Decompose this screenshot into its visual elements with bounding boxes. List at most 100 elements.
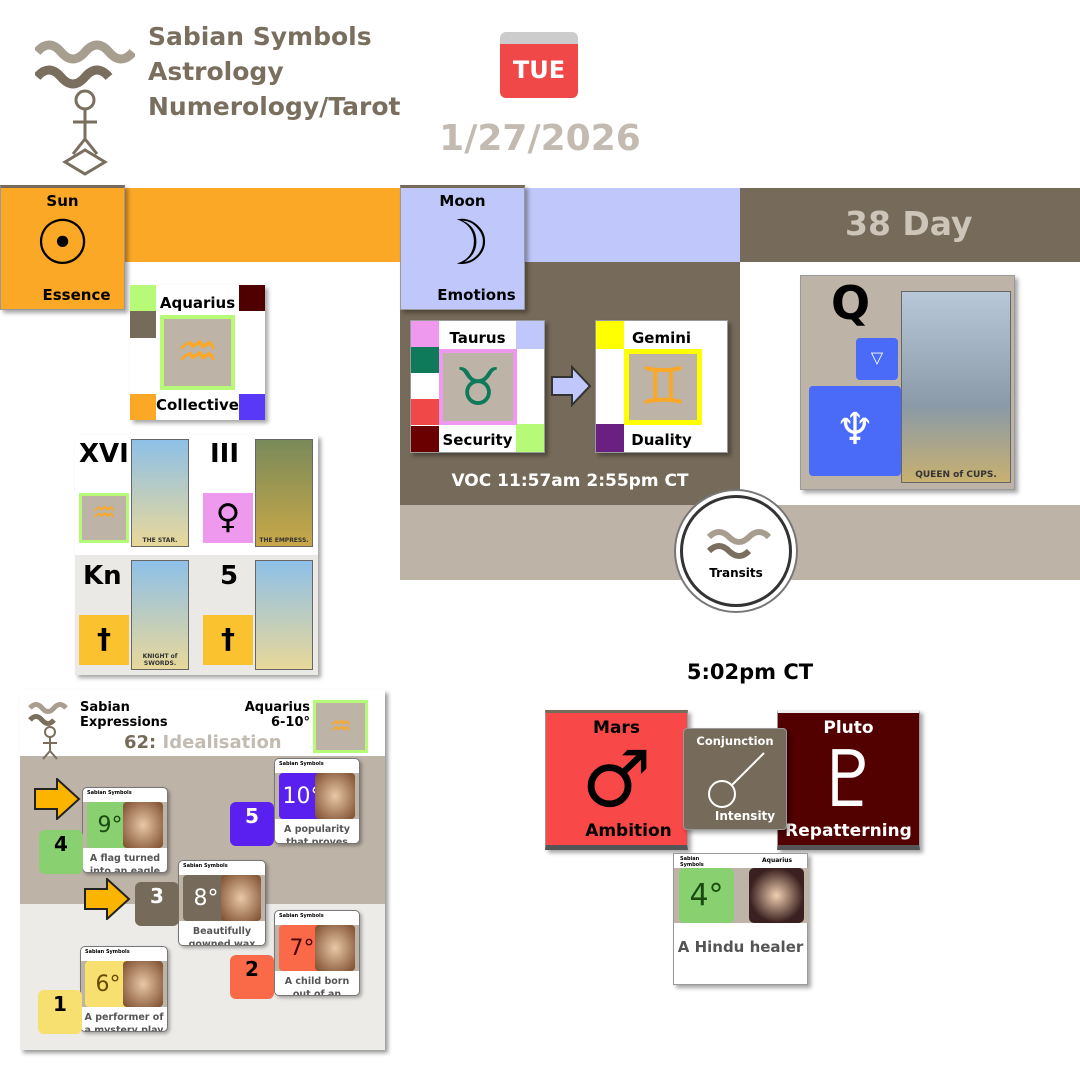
aspect-keyword: Intensity — [714, 809, 776, 823]
sun-card[interactable]: Sun ☉ Essence — [0, 185, 125, 310]
symbol-image — [123, 961, 163, 1007]
tarot-card-knight[interactable]: KNIGHT of SWORDS. — [131, 560, 189, 670]
tarot-card-five-swords[interactable] — [255, 560, 313, 670]
number-badge: 1 — [38, 990, 82, 1034]
cup-icon: ♆ — [809, 386, 901, 476]
symbol-text: A popularity that proves ephemeral — [284, 824, 350, 844]
tarot-card-empress[interactable]: THE EMPRESS. — [255, 439, 313, 547]
symbol-text: A performer of a mystery play — [84, 1012, 164, 1032]
day-band: 38 Day — [740, 188, 1080, 262]
aquarius-icon: ♒ — [79, 493, 129, 543]
wave-logo-icon — [706, 529, 771, 559]
day-tarot-card[interactable]: Q ▽ ♆ QUEEN of CUPS. — [800, 275, 1015, 490]
sign-name: Taurus — [449, 329, 506, 347]
to-sign-card[interactable]: ♊ Gemini Duality — [595, 320, 728, 453]
aspect-name: Conjunction — [696, 734, 774, 748]
arrow-right-icon — [34, 778, 81, 820]
moon-title: Moon — [439, 192, 486, 210]
sign-keyword: Collective — [156, 396, 239, 414]
tarot-grid: XVII ♒ THE STAR. III ♀ THE EMPRESS. Kn †… — [75, 435, 318, 675]
title-line: Astrology — [148, 57, 284, 86]
arrow-right-icon — [84, 878, 131, 920]
sword-icon: † — [203, 615, 253, 665]
transits-label: Transits — [709, 566, 763, 580]
sun-title: Sun — [46, 192, 79, 210]
symbol-image — [315, 773, 355, 819]
degree-badge: 4° — [679, 868, 734, 923]
voc-text: VOC 11:57am 2:55pm CT — [451, 471, 689, 491]
number-badge: 5 — [230, 802, 274, 846]
panel-sign: Aquarius — [244, 700, 310, 715]
panel-theme: Idealisation — [162, 732, 282, 753]
planet-keyword: Repatterning — [785, 821, 912, 841]
sword-icon: † — [79, 615, 129, 665]
tarot-numeral: III — [210, 439, 240, 469]
venus-icon: ♀ — [203, 493, 253, 543]
moon-meaning: Emotions — [437, 286, 516, 304]
symbol-text: A Hindu healer — [677, 938, 804, 956]
day-count: 38 Day — [845, 204, 973, 243]
pluto-icon: ♇ — [813, 735, 884, 825]
number-badge: 3 — [135, 882, 179, 926]
moon-card[interactable]: Moon ☽ Emotions — [400, 185, 525, 310]
aquarius-icon: ♒ — [313, 700, 368, 753]
card-part: Sabian Symbols — [183, 863, 228, 869]
symbol-image — [315, 925, 355, 971]
panel-title: Sabian — [80, 700, 130, 715]
sun-meaning: Essence — [42, 286, 111, 304]
symbol-image — [221, 875, 261, 921]
moon-symbol-icon: ☽ — [434, 206, 491, 279]
sign-name: Gemini — [631, 329, 692, 347]
from-sign-card[interactable]: ♉ Taurus Security — [410, 320, 545, 453]
logo-icon — [28, 702, 68, 760]
tarot-numeral: XVII — [79, 439, 139, 469]
number-badge: 2 — [230, 955, 274, 999]
brand: Sabian Symbols — [680, 856, 704, 868]
tarot-numeral: 5 — [220, 561, 239, 591]
sun-symbol-icon: ☉ — [34, 206, 91, 279]
sign-keyword: Security — [442, 431, 513, 449]
sun-sign-card[interactable]: ♒ Aquarius Collective — [130, 285, 265, 420]
planet-name: Mars — [593, 718, 640, 738]
calendar-icon: TUE — [500, 32, 578, 98]
gemini-icon: ♊ — [624, 349, 702, 425]
transit-time: 5:02pm CT — [686, 660, 814, 684]
tarot-card-star[interactable]: THE STAR. — [131, 439, 189, 547]
mars-card[interactable]: Mars ♂ Ambition — [545, 710, 688, 850]
weekday: TUE — [512, 56, 566, 84]
number-badge: 4 — [39, 830, 83, 874]
symbol-image — [123, 802, 163, 848]
sign: Aquarius — [762, 857, 793, 864]
arrow-right-icon — [550, 364, 592, 411]
tarot-numeral: Kn — [83, 561, 122, 591]
panel-number: 62: — [124, 732, 157, 753]
card-part: Sabian Symbols — [279, 913, 324, 919]
taurus-icon: ♉ — [439, 349, 517, 425]
aquarius-icon: ♒ — [160, 315, 235, 390]
aspect-card[interactable]: Conjunction Intensity — [683, 728, 787, 830]
queen-of-cups-image: QUEEN of CUPS. — [901, 291, 1011, 483]
card-part: Sabian Symbols — [279, 761, 324, 767]
title-line: Numerology/Tarot — [148, 92, 401, 121]
transits-button[interactable]: Transits — [680, 495, 792, 607]
title-line: Sabian Symbols — [148, 22, 372, 51]
symbol-text: A flag turned into an eagle — [89, 853, 161, 873]
symbol-text: A child born out of an eggshell — [284, 976, 350, 996]
water-icon: ▽ — [856, 338, 898, 380]
conjunction-icon — [708, 752, 765, 808]
sign-keyword: Duality — [631, 431, 692, 449]
sabian-panel: Sabian Expressions Aquarius 6-10° ♒ 62: … — [20, 690, 385, 1050]
logo-icon — [33, 22, 137, 182]
transit-symbol-card[interactable]: Sabian Symbols Aquarius 4° A Hindu heale… — [673, 853, 809, 985]
symbol-image — [749, 868, 804, 923]
symbol-text: Beautifully gowned wax figures — [188, 926, 256, 946]
planet-keyword: Ambition — [585, 821, 672, 841]
pluto-card[interactable]: Pluto ♇ Repatterning — [777, 710, 920, 850]
planet-name: Pluto — [823, 718, 874, 738]
panel-title: Expressions — [80, 715, 168, 730]
